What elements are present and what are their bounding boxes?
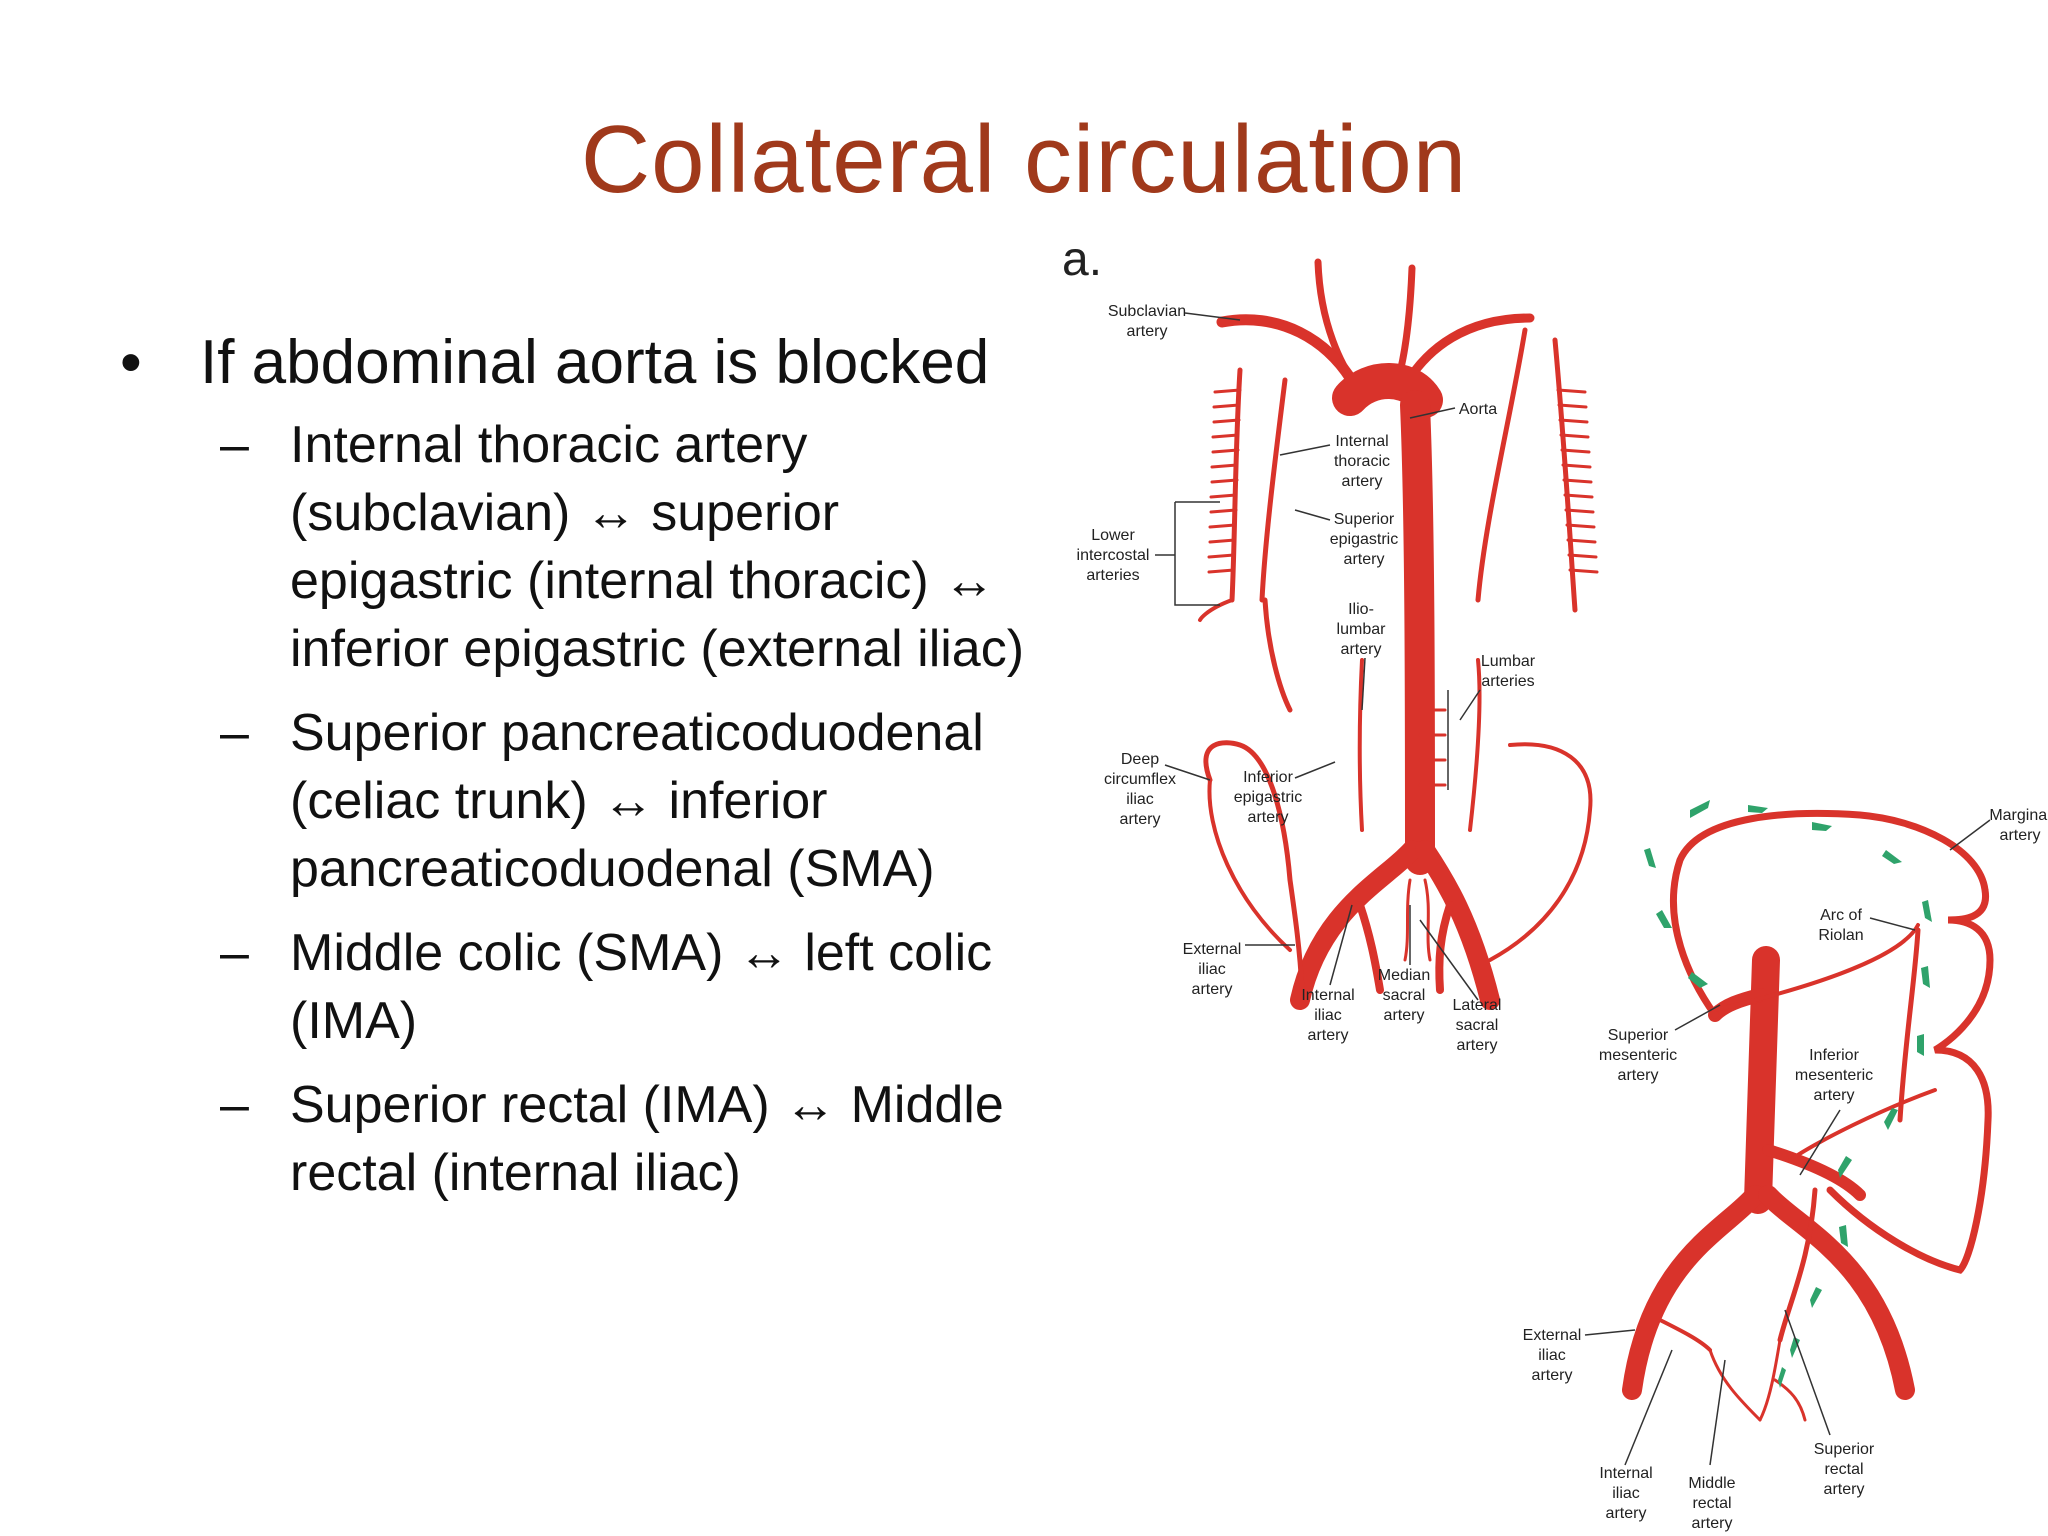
figure-b-vessels (1622, 809, 1994, 1422)
main-bullet: • If abdominal aorta is blocked (120, 325, 1070, 401)
label-arc-of-riolan: Arc of (1820, 907, 1862, 924)
label-lower-intercostal: intercostal (1077, 547, 1150, 564)
label-lateral-sacral: sacral (1456, 1017, 1499, 1034)
label-superior-mesenteric: artery (1618, 1067, 1659, 1084)
sub-bullet-item: – Internal thoracic artery (subclavian) … (120, 411, 1070, 683)
label-internal-iliac-a: artery (1308, 1027, 1349, 1044)
bullet-list: • If abdominal aorta is blocked – Intern… (120, 325, 1070, 1223)
label-lateral-sacral: Lateral (1453, 997, 1502, 1014)
label-internal-iliac-a: Internal (1301, 987, 1354, 1004)
label-superior-rectal: artery (1824, 1481, 1865, 1498)
label-ilio-lumbar: lumbar (1337, 621, 1387, 638)
dash-icon: – (220, 924, 249, 982)
label-superior-epigastric: epigastric (1330, 531, 1398, 548)
sub-bullet-item: – Superior rectal (IMA) ↔ Middle rectal … (120, 1071, 1070, 1207)
label-external-iliac-b: iliac (1538, 1347, 1566, 1364)
label-superior-mesenteric: mesenteric (1599, 1047, 1677, 1064)
sub-bullet-text: Superior rectal (IMA) ↔ Middle rectal (i… (290, 1076, 1004, 1202)
label-subclavian-artery: artery (1127, 323, 1168, 340)
label-middle-rectal: artery (1692, 1515, 1733, 1532)
label-external-iliac-b: artery (1532, 1367, 1573, 1384)
label-ilio-lumbar: artery (1341, 641, 1382, 658)
sub-bullet-text: Internal thoracic artery (subclavian) ↔ … (290, 416, 1025, 678)
figure-b-leaders (1584, 819, 1991, 1466)
figure-b-labels: Marginal artery Arc of Riolan Superior m… (1523, 807, 2048, 1532)
label-internal-thoracic: thoracic (1334, 453, 1390, 470)
label-middle-rectal: rectal (1692, 1495, 1731, 1512)
figure-a-vessels (1198, 258, 1593, 1010)
label-lumbar-arteries: arteries (1481, 673, 1534, 690)
sub-bullet-item: – Middle colic (SMA) ↔ left colic (IMA) (120, 919, 1070, 1055)
label-ilio-lumbar: Ilio- (1348, 601, 1374, 618)
label-middle-rectal: Middle (1688, 1475, 1735, 1492)
label-lower-intercostal: arteries (1086, 567, 1139, 584)
label-median-sacral: Median (1378, 967, 1430, 984)
label-median-sacral: artery (1384, 1007, 1425, 1024)
sub-bullet-item: – Superior pancreaticoduodenal (celiac t… (120, 699, 1070, 903)
bullet-dot-icon: • (120, 328, 142, 397)
label-lateral-sacral: artery (1457, 1037, 1498, 1054)
label-internal-iliac-b: artery (1606, 1505, 1647, 1522)
label-internal-iliac-b: Internal (1599, 1465, 1652, 1482)
label-deep-circumflex-iliac: Deep (1121, 751, 1159, 768)
label-internal-iliac-b: iliac (1612, 1485, 1640, 1502)
label-internal-thoracic: artery (1342, 473, 1383, 490)
label-deep-circumflex-iliac: circumflex (1104, 771, 1176, 788)
slide-title: Collateral circulation (580, 106, 1468, 213)
label-superior-rectal: Superior (1814, 1441, 1875, 1458)
sub-bullet-list: – Internal thoracic artery (subclavian) … (120, 411, 1070, 1207)
intercostal-arteries (1207, 388, 1599, 787)
label-inferior-epigastric: epigastric (1234, 789, 1302, 806)
label-arc-of-riolan: Riolan (1818, 927, 1863, 944)
main-bullet-text: If abdominal aorta is blocked (200, 328, 990, 397)
sub-bullet-text: Superior pancreaticoduodenal (celiac tru… (290, 704, 984, 898)
label-median-sacral: sacral (1383, 987, 1426, 1004)
label-external-iliac-b: External (1523, 1327, 1582, 1344)
label-internal-thoracic: Internal (1335, 433, 1388, 450)
label-lumbar-arteries: Lumbar (1481, 653, 1536, 670)
figure-a-leaders (1155, 312, 1481, 1001)
label-inferior-mesenteric: artery (1814, 1087, 1855, 1104)
label-marginal-artery: Marginal (1989, 807, 2048, 824)
label-inferior-mesenteric: mesenteric (1795, 1067, 1873, 1084)
label-inferior-mesenteric: Inferior (1809, 1047, 1859, 1064)
label-subclavian-artery: Subclavian (1108, 303, 1186, 320)
label-superior-rectal: rectal (1824, 1461, 1863, 1478)
label-superior-mesenteric: Superior (1608, 1027, 1669, 1044)
label-inferior-epigastric: Inferior (1243, 769, 1293, 786)
figure-a-labels: Subclavian artery Aorta Internal thoraci… (1077, 303, 1536, 1054)
label-deep-circumflex-iliac: iliac (1126, 791, 1154, 808)
label-external-iliac-a: External (1183, 941, 1242, 958)
collateral-flow-arrows (1644, 800, 1932, 1388)
dash-icon: – (220, 704, 249, 762)
label-external-iliac-a: artery (1192, 981, 1233, 998)
dash-icon: – (220, 1076, 249, 1134)
label-superior-epigastric: artery (1344, 551, 1385, 568)
label-inferior-epigastric: artery (1248, 809, 1289, 826)
label-deep-circumflex-iliac: artery (1120, 811, 1161, 828)
label-lower-intercostal: Lower (1091, 527, 1135, 544)
dash-icon: – (220, 416, 249, 474)
sub-bullet-text: Middle colic (SMA) ↔ left colic (IMA) (290, 924, 993, 1050)
figure-panel-label: a. (1062, 233, 1103, 286)
label-superior-epigastric: Superior (1334, 511, 1395, 528)
label-internal-iliac-a: iliac (1314, 1007, 1342, 1024)
label-marginal-artery: artery (2000, 827, 2041, 844)
label-aorta: Aorta (1459, 401, 1497, 418)
label-external-iliac-a: iliac (1198, 961, 1226, 978)
